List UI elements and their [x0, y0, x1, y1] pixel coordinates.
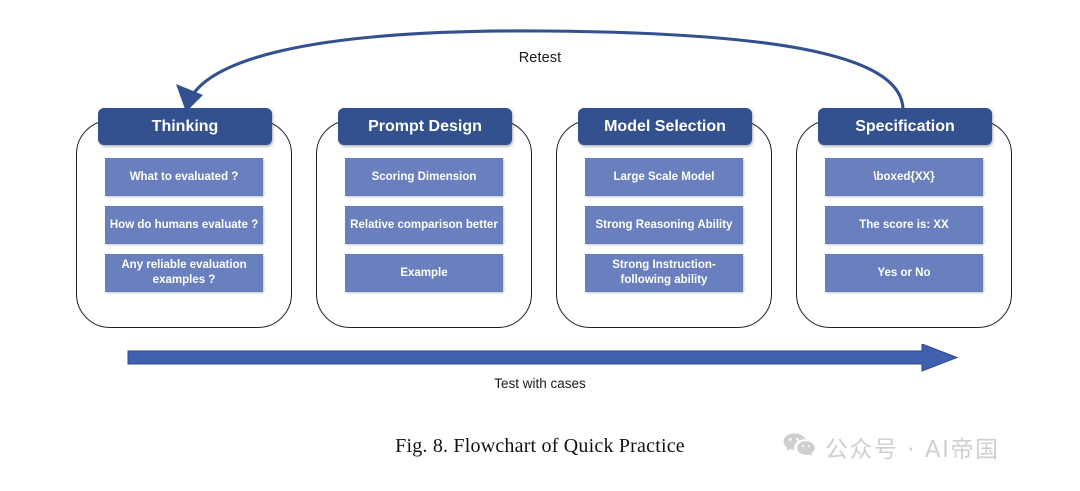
list-item[interactable]: Strong Reasoning Ability: [585, 206, 743, 244]
column-header-model-selection[interactable]: Model Selection: [578, 108, 752, 145]
list-item[interactable]: Yes or No: [825, 254, 983, 292]
column-header-thinking[interactable]: Thinking: [98, 108, 272, 145]
column-items: \boxed{XX} The score is: XX Yes or No: [825, 158, 983, 302]
list-item[interactable]: Relative comparison better: [345, 206, 503, 244]
list-item[interactable]: Strong Instruction-following ability: [585, 254, 743, 292]
column-items: Large Scale Model Strong Reasoning Abili…: [585, 158, 743, 302]
list-item[interactable]: How do humans evaluate ?: [105, 206, 263, 244]
watermark-text: 公众号 · AI帝国: [825, 437, 1000, 463]
wechat-icon: [782, 431, 816, 464]
column-specification: Specification \boxed{XX} The score is: X…: [796, 108, 1014, 330]
list-item[interactable]: The score is: XX: [825, 206, 983, 244]
column-prompt-design: Prompt Design Scoring Dimension Relative…: [316, 108, 534, 330]
watermark: 公众号 · AI帝国: [782, 430, 999, 464]
test-with-cases-arrow: [127, 344, 959, 372]
figure-caption: Fig. 8. Flowchart of Quick Practice: [395, 435, 685, 457]
column-model-selection: Model Selection Large Scale Model Strong…: [556, 108, 774, 330]
test-with-cases-label: Test with cases: [494, 376, 586, 391]
list-item[interactable]: What to evaluated ?: [105, 158, 263, 196]
list-item[interactable]: \boxed{XX}: [825, 158, 983, 196]
column-thinking: Thinking What to evaluated ? How do huma…: [76, 108, 294, 330]
column-header-prompt-design[interactable]: Prompt Design: [338, 108, 512, 145]
column-group: Thinking What to evaluated ? How do huma…: [0, 108, 1080, 338]
column-items: Scoring Dimension Relative comparison be…: [345, 158, 503, 302]
column-header-specification[interactable]: Specification: [818, 108, 992, 145]
list-item[interactable]: Example: [345, 254, 503, 292]
column-items: What to evaluated ? How do humans evalua…: [105, 158, 263, 302]
list-item[interactable]: Any reliable evaluation examples ?: [105, 254, 263, 292]
retest-label: Retest: [518, 50, 562, 66]
list-item[interactable]: Scoring Dimension: [345, 158, 503, 196]
list-item[interactable]: Large Scale Model: [585, 158, 743, 196]
retest-arrow: [176, 29, 905, 112]
